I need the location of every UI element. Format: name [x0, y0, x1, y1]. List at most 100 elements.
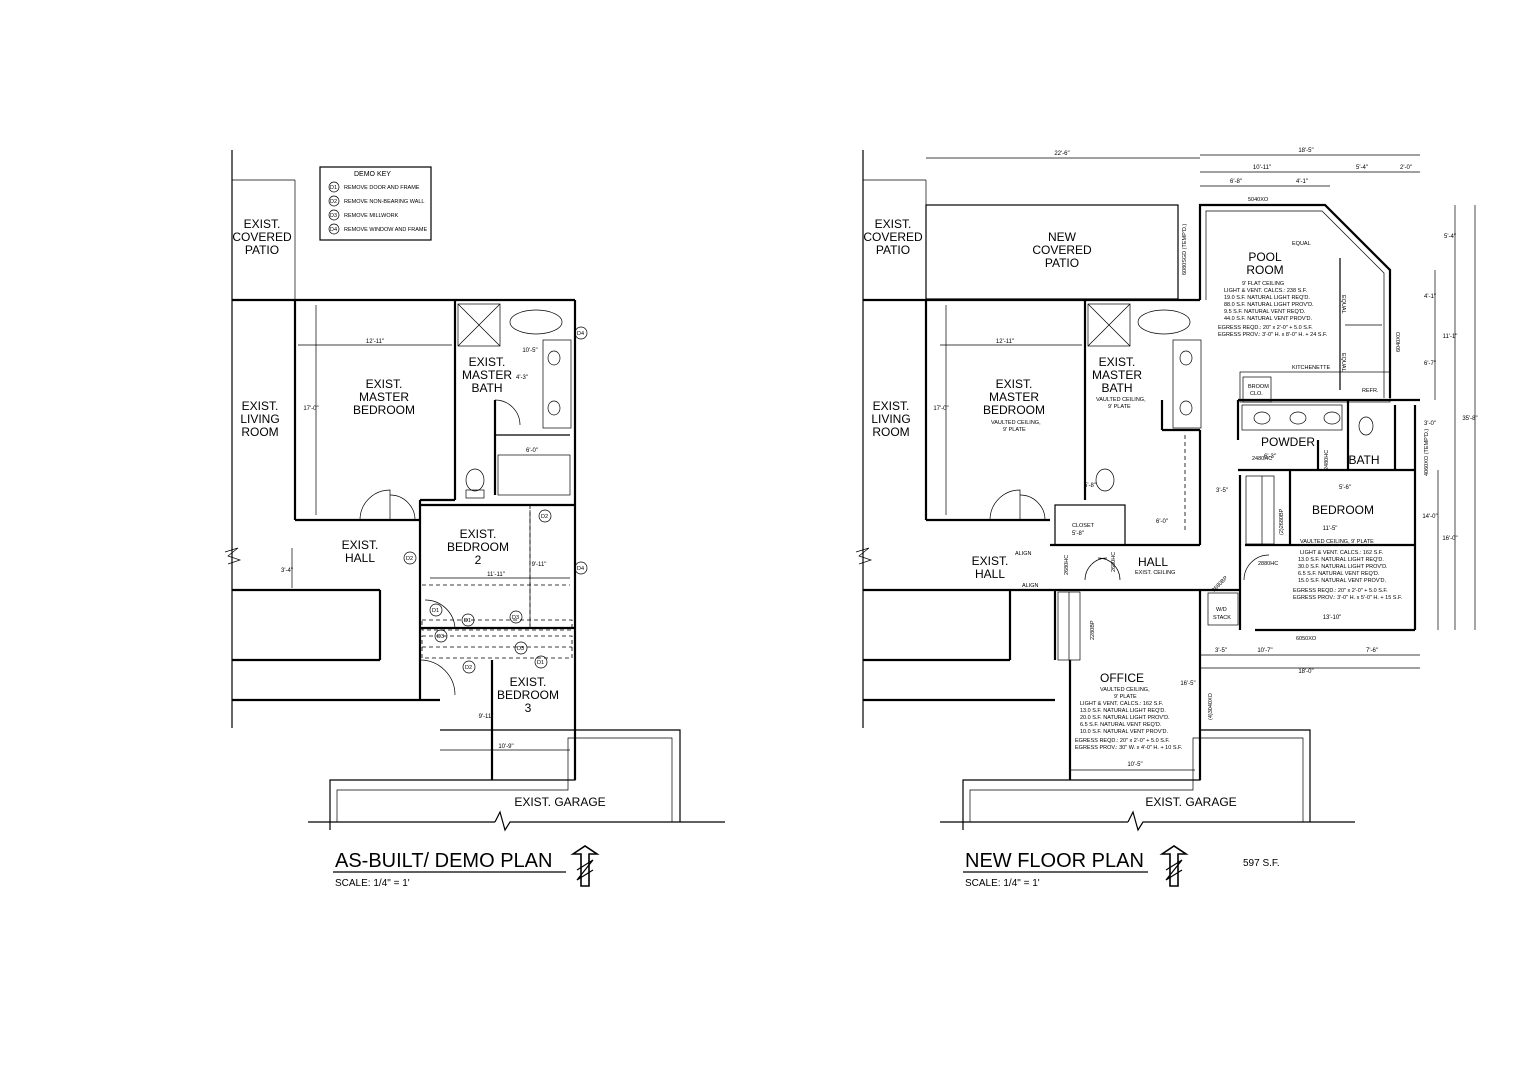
- new-dim-right-b: 4'-1": [1424, 294, 1436, 300]
- new-living-line1: EXIST.: [873, 399, 910, 413]
- new-dim-top-a: 22'-6": [1054, 151, 1069, 157]
- demo-living-line2: LIVING: [240, 412, 279, 426]
- svg-text:D2: D2: [541, 514, 548, 520]
- wd-line1: W/D: [1216, 607, 1227, 613]
- align-note-2: ALIGN: [1022, 583, 1039, 589]
- new-plan: EXIST. COVERED PATIO NEW COVERED PATIO E…: [855, 148, 1478, 889]
- svg-text:D2: D2: [406, 556, 413, 562]
- new-master-bed-line3: BEDROOM: [983, 403, 1045, 417]
- svg-text:D3: D3: [517, 646, 524, 652]
- demo-patio-line2: COVERED: [232, 230, 292, 244]
- office-note-8: EGRESS PROV.: 30" W. x 4'-0" H. + 10 S.F…: [1075, 745, 1183, 751]
- demo-dim-bath-a: 10'-5": [522, 348, 537, 354]
- new-dim-bed-b: 13'-10": [1323, 615, 1342, 621]
- new-master-bath-line2: MASTER: [1092, 368, 1142, 382]
- office-note-0: VAULTED CEILING,: [1100, 687, 1150, 693]
- tag-w6: (4)3040XO: [1208, 692, 1214, 720]
- svg-text:D3: D3: [330, 213, 337, 219]
- svg-text:D1: D1: [464, 618, 471, 624]
- new-master-bed-line1: EXIST.: [996, 377, 1033, 391]
- pool-note-4: 9.5 S.F. NATURAL VENT REQ'D.: [1224, 309, 1306, 315]
- bedroom-note-4: 6.5 S.F. NATURAL VENT REQ'D.: [1298, 571, 1380, 577]
- office-note-5: 6.5 S.F. NATURAL VENT REQ'D.: [1080, 722, 1162, 728]
- new-plan-scale: SCALE: 1/4" = 1': [965, 878, 1040, 889]
- svg-text:D2: D2: [465, 665, 472, 671]
- demo-plan-title: AS-BUILT/ DEMO PLAN: [335, 850, 552, 872]
- demo-key-item-d1: D1 REMOVE DOOR AND FRAME: [328, 181, 420, 193]
- demo-master-bath-line2: MASTER: [462, 368, 512, 382]
- equal-note-3: EQUAL: [1340, 353, 1346, 372]
- kitchenette-label: KITCHENETTE: [1292, 365, 1331, 371]
- new-hall-note: EXIST. CEILING: [1135, 570, 1175, 576]
- tag-d1: 2480HC: [1252, 456, 1272, 462]
- demo-master-bath-line1: EXIST.: [469, 355, 506, 369]
- demo-key-item-d3: D3 REMOVE MILLWORK: [328, 209, 399, 221]
- new-dim-top-b: 18'-5": [1298, 148, 1313, 154]
- demo-hall-line2: HALL: [345, 551, 375, 565]
- demo-dim-bath-b: 4'-3": [516, 375, 528, 381]
- new-dim-closet-b: 5'-8": [1072, 531, 1084, 537]
- svg-text:D2: D2: [330, 199, 337, 205]
- wd-line2: STACK: [1213, 615, 1231, 621]
- pool-note-1: LIGHT & VENT. CALCS.: 238 S.F.: [1224, 288, 1308, 294]
- new-dim-bot-c: 7'-6": [1366, 648, 1378, 654]
- new-master-bath-note2: 9' PLATE: [1108, 404, 1131, 410]
- new-hall-exist-line1: EXIST.: [972, 554, 1009, 568]
- demo-dim-mb-depth: 17'-0": [303, 406, 318, 412]
- tag-w5: 6050XO: [1296, 636, 1317, 642]
- demo-bed3-line3: 3: [525, 701, 532, 715]
- new-dim-top-d: 6'-8": [1230, 179, 1242, 185]
- demo-dim-bed2-depth: 9'-11": [532, 562, 547, 568]
- demo-master-bed-line1: EXIST.: [366, 377, 403, 391]
- new-dim-top-c: 10'-11": [1253, 165, 1271, 171]
- demo-key-item-d4: D4 REMOVE WINDOW AND FRAME: [328, 223, 427, 235]
- align-note-1: ALIGN: [1015, 551, 1032, 557]
- new-dim-office-h: 16'-5": [1180, 681, 1195, 687]
- bedroom-note-1: LIGHT & VENT. CALCS.: 162 S.F.: [1300, 550, 1384, 556]
- demo-key-item-d2: D2 REMOVE NON-BEARING WALL: [328, 195, 424, 207]
- demo-garage-label: EXIST. GARAGE: [514, 795, 605, 809]
- demo-dim-bed3-width: 10'-9": [498, 744, 513, 750]
- demo-bed3-line1: EXIST.: [510, 675, 547, 689]
- demo-bed3-line2: BEDROOM: [497, 688, 559, 702]
- bedroom-label: BEDROOM: [1312, 503, 1374, 517]
- office-note-4: 20.0 S.F. NATURAL LIGHT PROV'D.: [1080, 715, 1170, 721]
- new-dim-top-f: 5'-4": [1356, 165, 1368, 171]
- tag-d4: 2680HC: [1111, 552, 1117, 572]
- powder-label: POWDER: [1261, 435, 1315, 449]
- tag-w4: 4060XO (TEMP'D.): [1424, 429, 1430, 476]
- pool-room-line1: POOL: [1248, 250, 1282, 264]
- office-note-6: 10.0 S.F. NATURAL VENT PROV'D.: [1080, 729, 1169, 735]
- bedroom-note-5: 15.0 S.F. NATURAL VENT PROV'D.: [1298, 578, 1387, 584]
- office-note-1: 9' PLATE: [1114, 694, 1137, 700]
- svg-text:REMOVE WINDOW AND FRAME: REMOVE WINDOW AND FRAME: [344, 227, 427, 233]
- bath-label: BATH: [1348, 453, 1379, 467]
- new-dim-right-c: 11'-1": [1443, 334, 1458, 340]
- demo-living-line1: EXIST.: [242, 399, 279, 413]
- tag-w3: 6040XO: [1396, 331, 1402, 352]
- tag-d8: 2280BP: [1090, 620, 1096, 640]
- demo-patio-line1: EXIST.: [244, 217, 281, 231]
- new-dim-right-g: 14'-0": [1422, 514, 1437, 520]
- bedroom-note-3: 30.0 S.F. NATURAL LIGHT PROV'D.: [1298, 564, 1388, 570]
- bedroom-note-2: 13.0 S.F. NATURAL LIGHT REQ'D.: [1298, 557, 1384, 563]
- svg-text:REMOVE MILLWORK: REMOVE MILLWORK: [344, 213, 399, 219]
- new-dim-top-g: 2'-0": [1400, 165, 1412, 171]
- north-arrow-icon: [1159, 845, 1189, 887]
- broom-line2: CLO.: [1250, 391, 1263, 397]
- office-note-7: EGRESS REQD.: 20" x 2'-0" + 5.0 S.F.: [1075, 738, 1170, 744]
- bedroom-note-6: EGRESS REQD.: 20" x 2'-0" + 5.0 S.F.: [1293, 588, 1388, 594]
- new-dim-bot-d: 18'-0": [1298, 669, 1313, 675]
- demo-tag-d1-c: D1: [534, 655, 548, 669]
- demo-bed2-line3: 2: [475, 553, 482, 567]
- new-master-bath-line3: BATH: [1101, 381, 1132, 395]
- tag-w2: 6080SGD (TEMP'D.): [1182, 224, 1188, 275]
- svg-text:D4: D4: [577, 331, 584, 337]
- svg-text:REMOVE NON-BEARING WALL: REMOVE NON-BEARING WALL: [344, 199, 424, 205]
- north-arrow-icon: [570, 845, 600, 887]
- new-hall-exist-line2: HALL: [975, 567, 1005, 581]
- new-dim-closet-c: 6'-0": [1156, 519, 1168, 525]
- svg-text:REMOVE DOOR AND FRAME: REMOVE DOOR AND FRAME: [344, 185, 420, 191]
- svg-text:D3: D3: [512, 615, 519, 621]
